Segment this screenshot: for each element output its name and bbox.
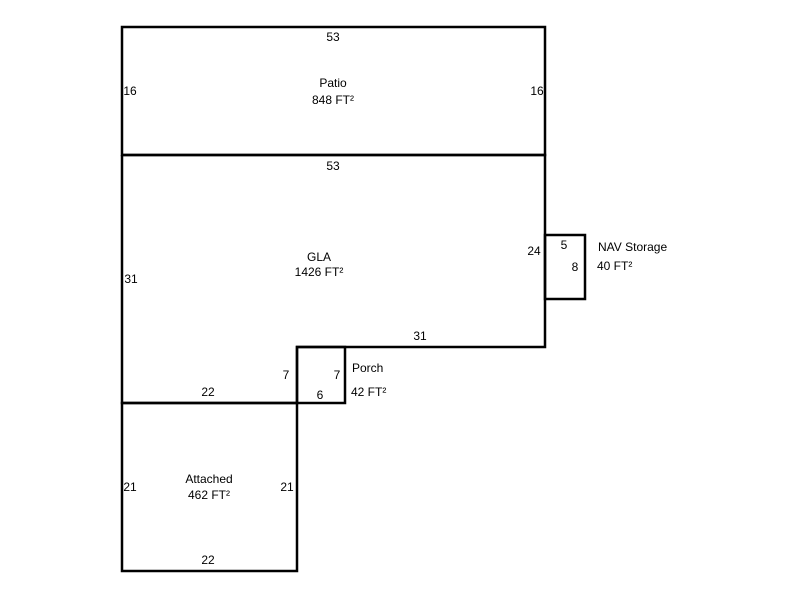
- gla-dim-left: 31: [124, 272, 138, 286]
- patio-area: 848 FT²: [312, 93, 354, 107]
- nav-storage-area: 40 FT²: [597, 259, 632, 273]
- attached-outline: [120, 401, 299, 573]
- gla-dim-bottom-right: 31: [413, 329, 427, 343]
- nav-storage-label: NAV Storage: [598, 240, 667, 254]
- porch-outline: [295, 345, 347, 405]
- attached-dim-right: 21: [280, 480, 294, 494]
- attached-label: Attached: [185, 472, 232, 486]
- porch-label: Porch: [352, 361, 383, 375]
- porch-dim-right: 7: [334, 368, 341, 382]
- gla-dim-right: 24: [527, 244, 541, 258]
- porch-area: 42 FT²: [351, 385, 386, 399]
- attached-area: 462 FT²: [188, 488, 230, 502]
- gla-area: 1426 FT²: [295, 265, 344, 279]
- nav-storage-dim-right: 8: [572, 260, 579, 274]
- nav-storage-outline: [543, 233, 587, 301]
- gla-dim-step: 7: [283, 368, 290, 382]
- gla-outline: [120, 153, 547, 405]
- patio-dim-right: 16: [530, 84, 544, 98]
- porch-dim-bottom: 6: [317, 388, 324, 402]
- nav-storage-dim-top: 5: [561, 238, 568, 252]
- patio-label: Patio: [319, 76, 347, 90]
- patio-dim-left: 16: [123, 84, 137, 98]
- attached-dim-left: 21: [123, 480, 137, 494]
- gla-label: GLA: [307, 250, 331, 264]
- gla-dim-bottom-left: 22: [201, 385, 215, 399]
- attached-dim-bottom: 22: [201, 553, 215, 567]
- patio-dim-top: 53: [326, 30, 340, 44]
- patio-outline: [120, 25, 547, 157]
- gla-dim-top: 53: [326, 159, 340, 173]
